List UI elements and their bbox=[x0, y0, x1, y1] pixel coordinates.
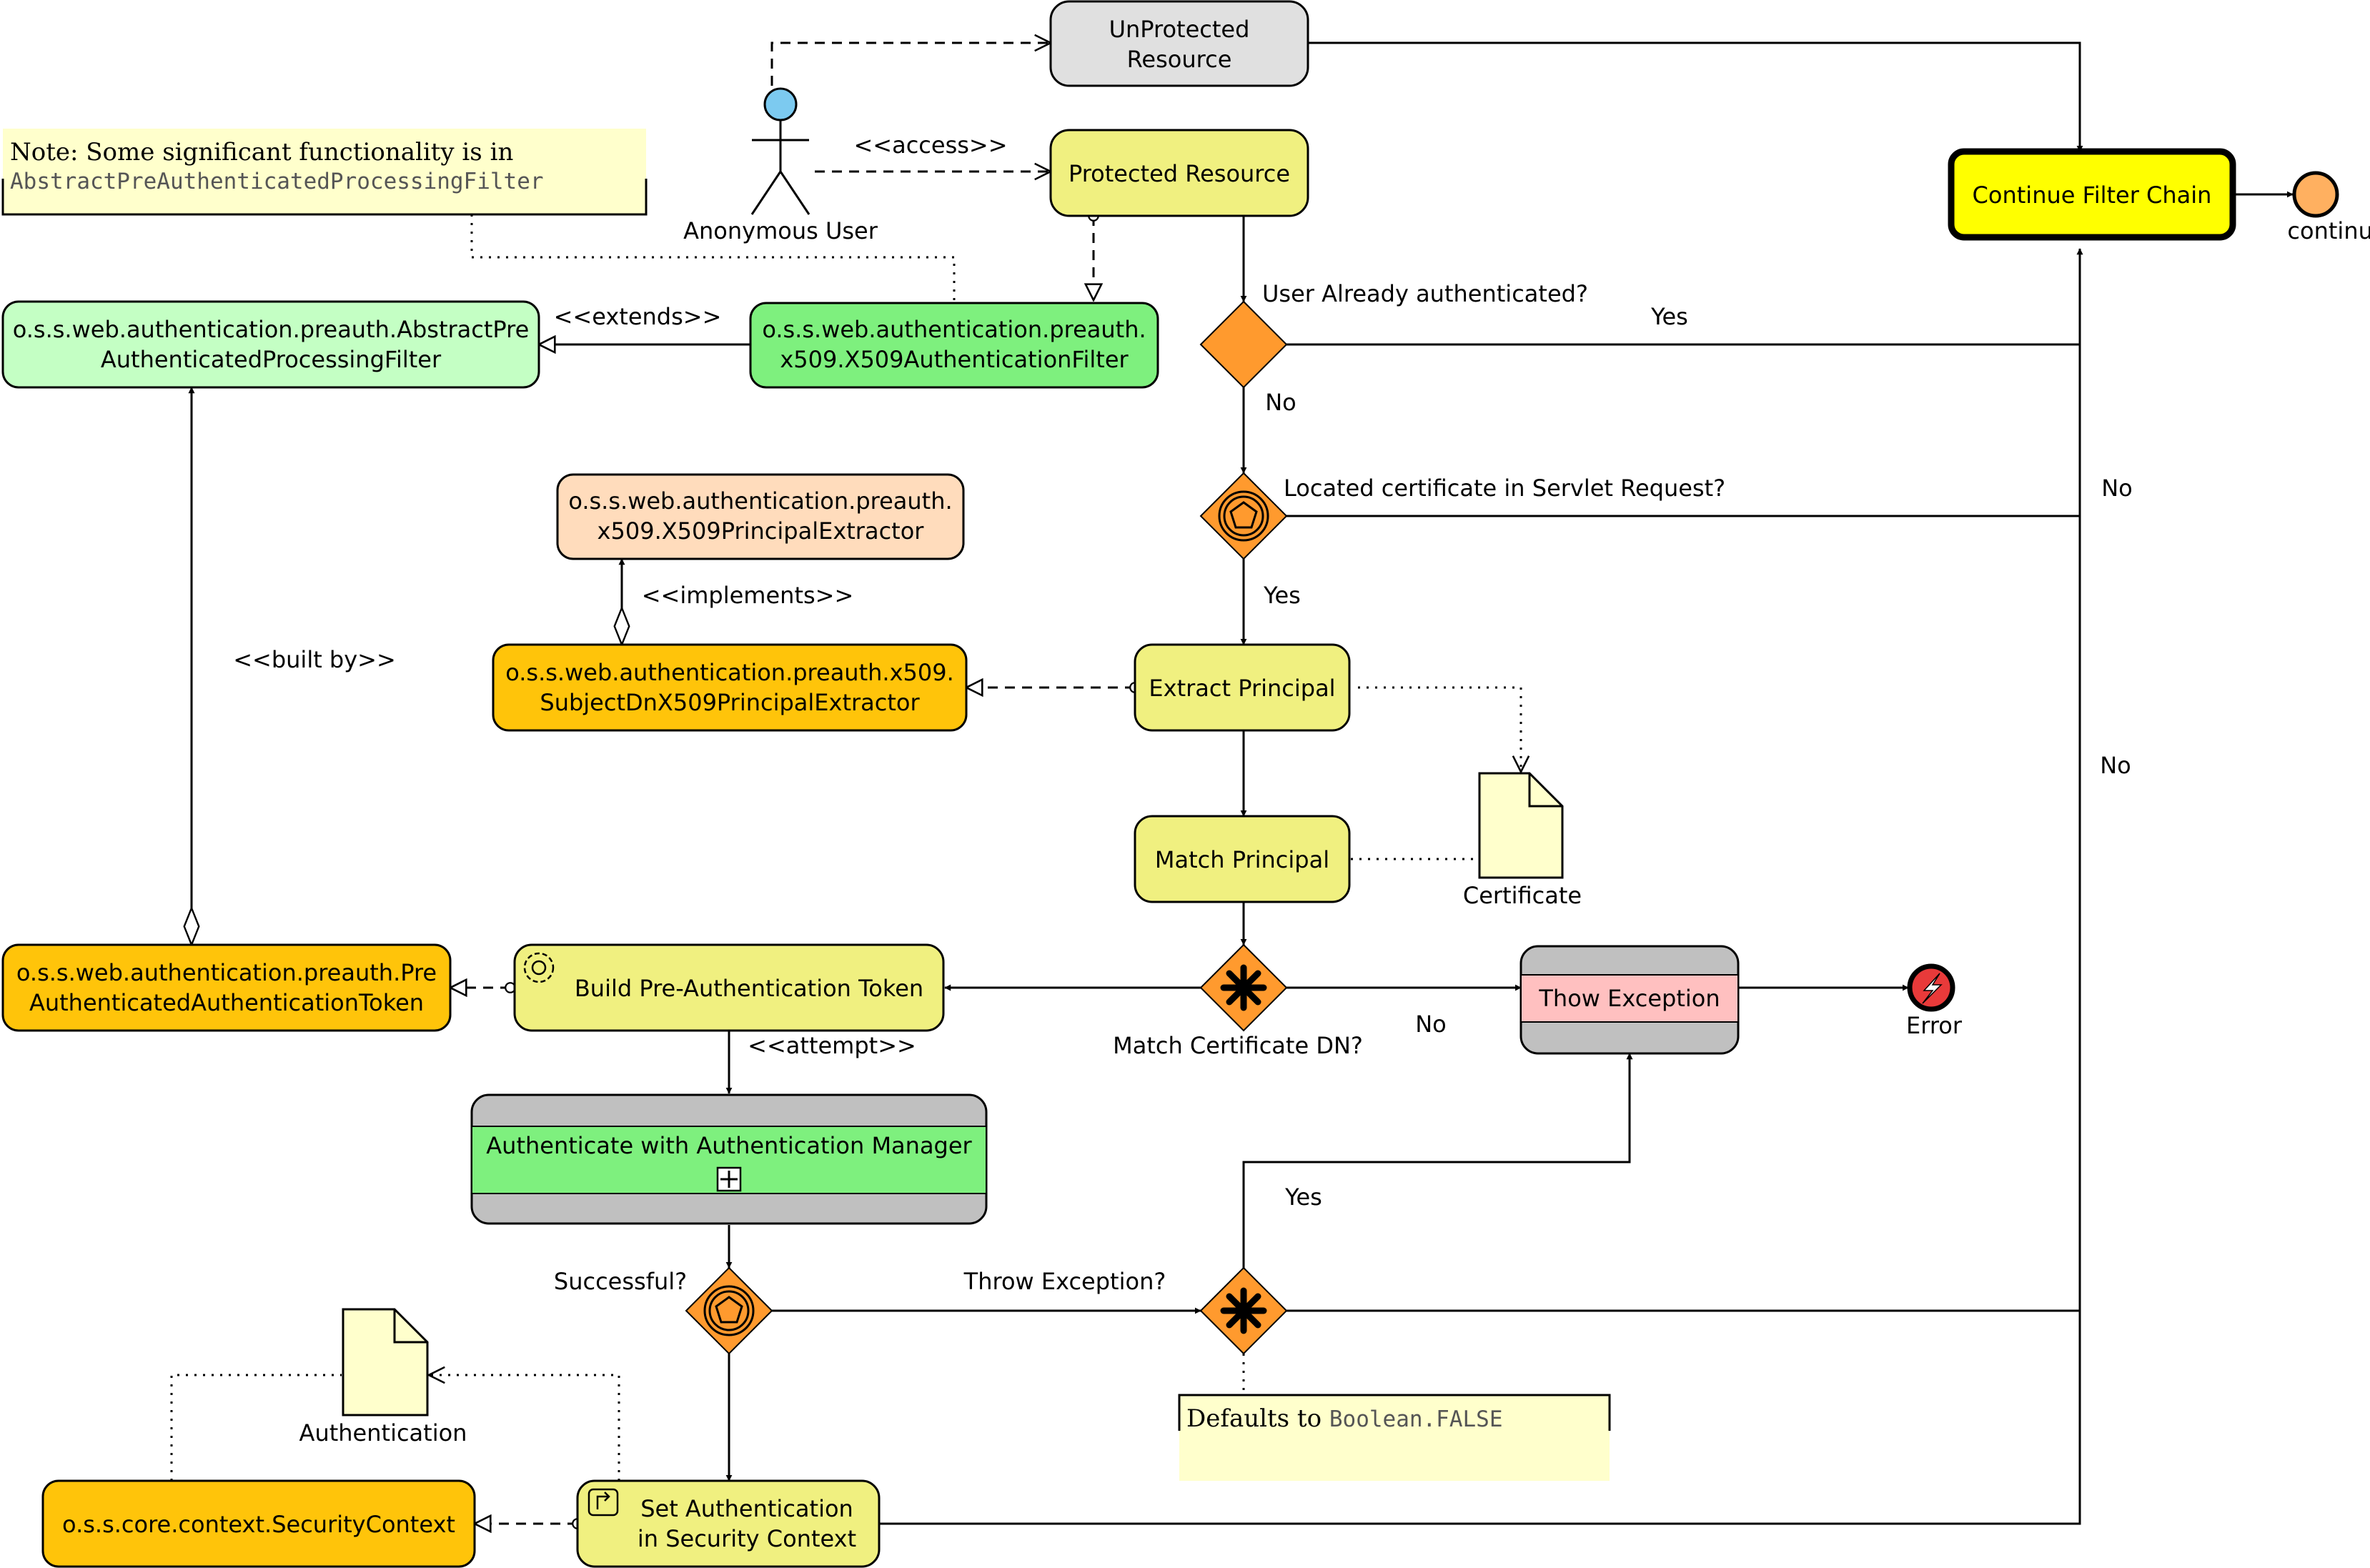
label-yes-certificate: Yes bbox=[1263, 582, 1301, 609]
label-already-authenticated: User Already authenticated? bbox=[1262, 280, 1588, 307]
authenticate-manager-subprocess: Authenticate with Authentication Manager bbox=[470, 1093, 988, 1225]
anonymous-user-actor: Anonymous User bbox=[683, 87, 878, 244]
throw-task-label: Thow Exception bbox=[1538, 985, 1720, 1012]
chain-label: Continue Filter Chain bbox=[1973, 182, 2212, 209]
edge-extract-certificate bbox=[1358, 686, 1521, 772]
note1-line2: AbstractPreAuthenticatedProcessingFilter bbox=[10, 169, 544, 194]
subject-dn-extractor-class: o.s.s.web.authentication.preauth.x509. S… bbox=[492, 643, 968, 732]
label-match-dn: Match Certificate DN? bbox=[1113, 1032, 1363, 1059]
unprotected-label-line2: Resource bbox=[1127, 46, 1232, 73]
subject-extractor-line1: o.s.s.web.authentication.preauth.x509. bbox=[505, 659, 954, 686]
security-context-class: o.s.s.core.context.SecurityContext bbox=[41, 1479, 476, 1568]
authentication-data-object: Authentication bbox=[299, 1308, 467, 1447]
label-no-right: No bbox=[2100, 752, 2131, 779]
label-access: <<access>> bbox=[853, 132, 1007, 159]
preauth-token-class: o.s.s.web.authentication.preauth.Pre Aut… bbox=[1, 943, 452, 1032]
note-defaults-false: Defaults to Boolean.FALSE bbox=[1178, 1394, 1611, 1481]
label-extends: <<extends>> bbox=[554, 303, 722, 330]
edge-setauth-authdoc bbox=[429, 1375, 620, 1481]
principal-extractor-line2: x509.X509PrincipalExtractor bbox=[598, 517, 925, 545]
build-label: Build Pre-Authentication Token bbox=[575, 975, 923, 1002]
edge-actor-unprotected bbox=[770, 43, 1051, 86]
gateway-throw-exception bbox=[1199, 1266, 1288, 1355]
label-no-certificate: No bbox=[2101, 475, 2133, 502]
note2-prefix: Defaults to bbox=[1186, 1404, 1329, 1433]
set-auth-line1: Set Authentication bbox=[640, 1495, 853, 1522]
label-attempt: <<attempt>> bbox=[748, 1032, 916, 1059]
edge-gateway5-chain bbox=[1286, 516, 2081, 1312]
edge-note1-x509filter bbox=[470, 214, 956, 303]
continue-end-event: continue bbox=[2287, 171, 2370, 244]
note2-text: Defaults to Boolean.FALSE bbox=[1186, 1404, 1503, 1433]
label-built-by: <<built by>> bbox=[233, 646, 396, 673]
extract-label: Extract Principal bbox=[1149, 675, 1335, 702]
token-class-line2: AuthenticatedAuthenticationToken bbox=[29, 989, 424, 1016]
label-yes-throw: Yes bbox=[1284, 1184, 1322, 1211]
label-yes-authenticated: Yes bbox=[1650, 303, 1688, 330]
edge-gateway5-throw bbox=[1242, 1053, 1633, 1268]
edges bbox=[170, 41, 2294, 1525]
edge-context-authdoc bbox=[170, 1374, 342, 1481]
actor-label: Anonymous User bbox=[683, 217, 878, 244]
label-no-authenticated: No bbox=[1265, 389, 1296, 416]
lightning-icon bbox=[1922, 973, 1943, 1004]
unprotected-resource-task: UnProtected Resource bbox=[1049, 0, 1309, 87]
note-significant-functionality: Note: Some significant functionality is … bbox=[1, 129, 648, 216]
note2-code: Boolean.FALSE bbox=[1329, 1406, 1503, 1432]
extract-principal-task: Extract Principal bbox=[1134, 643, 1351, 732]
label-throw-exception-question: Throw Exception? bbox=[963, 1268, 1166, 1295]
edge-unprotected-chain bbox=[1308, 41, 2083, 152]
end-circle bbox=[2292, 171, 2339, 218]
gateway-already-authenticated bbox=[1199, 300, 1288, 389]
principal-extractor-line1: o.s.s.web.authentication.preauth. bbox=[568, 487, 952, 515]
subject-extractor-line2: SubjectDnX509PrincipalExtractor bbox=[540, 689, 920, 716]
authentication-label: Authentication bbox=[299, 1419, 467, 1447]
auth-manager-label: Authenticate with Authentication Manager bbox=[486, 1132, 972, 1159]
label-successful: Successful? bbox=[554, 1268, 687, 1295]
abstract-filter-line2: AuthenticatedProcessingFilter bbox=[101, 346, 442, 373]
set-authentication-task: Set Authentication in Security Context bbox=[576, 1479, 881, 1568]
x509-filter-line2: x509.X509AuthenticationFilter bbox=[780, 346, 1129, 373]
edge-setauth-chain bbox=[879, 1311, 2081, 1525]
gateway-successful bbox=[685, 1266, 773, 1355]
x509-principal-extractor-class: o.s.s.web.authentication.preauth. x509.X… bbox=[556, 473, 965, 560]
edge-labels: <<access>> <<extends>> <<implements>> <<… bbox=[233, 132, 2133, 1295]
gateway-located-certificate bbox=[1199, 472, 1288, 560]
label-located-certificate: Located certificate in Servlet Request? bbox=[1284, 475, 1725, 502]
throw-exception-task: Thow Exception bbox=[1519, 945, 1740, 1055]
service-gear-icon bbox=[523, 952, 555, 983]
label-no-match: No bbox=[1415, 1011, 1447, 1038]
certificate-label: Certificate bbox=[1463, 882, 1582, 909]
match-principal-task: Match Principal bbox=[1134, 815, 1351, 903]
pentagon-icon-2 bbox=[715, 1296, 743, 1324]
protected-label: Protected Resource bbox=[1069, 160, 1290, 187]
token-class-line1: o.s.s.web.authentication.preauth.Pre bbox=[16, 959, 437, 986]
x509-filter-line1: o.s.s.web.authentication.preauth. bbox=[762, 316, 1146, 343]
match-label: Match Principal bbox=[1155, 846, 1329, 873]
label-implements: <<implements>> bbox=[642, 582, 854, 609]
actor-head bbox=[763, 87, 798, 121]
gateway-match-certificate-dn bbox=[1199, 943, 1288, 1032]
continue-label: continue bbox=[2287, 217, 2370, 244]
abstract-preauth-filter-class: o.s.s.web.authentication.preauth.Abstrac… bbox=[1, 300, 540, 389]
error-label: Error bbox=[1906, 1012, 1963, 1039]
asterisk-icon bbox=[1220, 964, 1267, 1011]
unprotected-label-line1: UnProtected bbox=[1109, 16, 1250, 43]
build-preauth-token-task: Build Pre-Authentication Token bbox=[513, 943, 945, 1032]
pentagon-icon bbox=[1229, 501, 1258, 529]
error-end-event: Error bbox=[1906, 963, 1963, 1039]
asterisk-icon-2 bbox=[1220, 1287, 1267, 1334]
script-task-icon bbox=[587, 1488, 619, 1517]
note1-line1: Note: Some significant functionality is … bbox=[10, 138, 513, 167]
subprocess-plus-icon bbox=[716, 1166, 742, 1192]
security-context-label: o.s.s.core.context.SecurityContext bbox=[62, 1511, 455, 1538]
abstract-filter-line1: o.s.s.web.authentication.preauth.Abstrac… bbox=[13, 316, 530, 343]
protected-resource-task: Protected Resource bbox=[1049, 129, 1309, 217]
continue-filter-chain-task: Continue Filter Chain bbox=[1948, 148, 2236, 241]
certificate-data-object: Certificate bbox=[1463, 772, 1582, 909]
x509-authentication-filter-class: o.s.s.web.authentication.preauth. x509.X… bbox=[749, 302, 1159, 389]
set-auth-line2: in Security Context bbox=[638, 1525, 856, 1552]
